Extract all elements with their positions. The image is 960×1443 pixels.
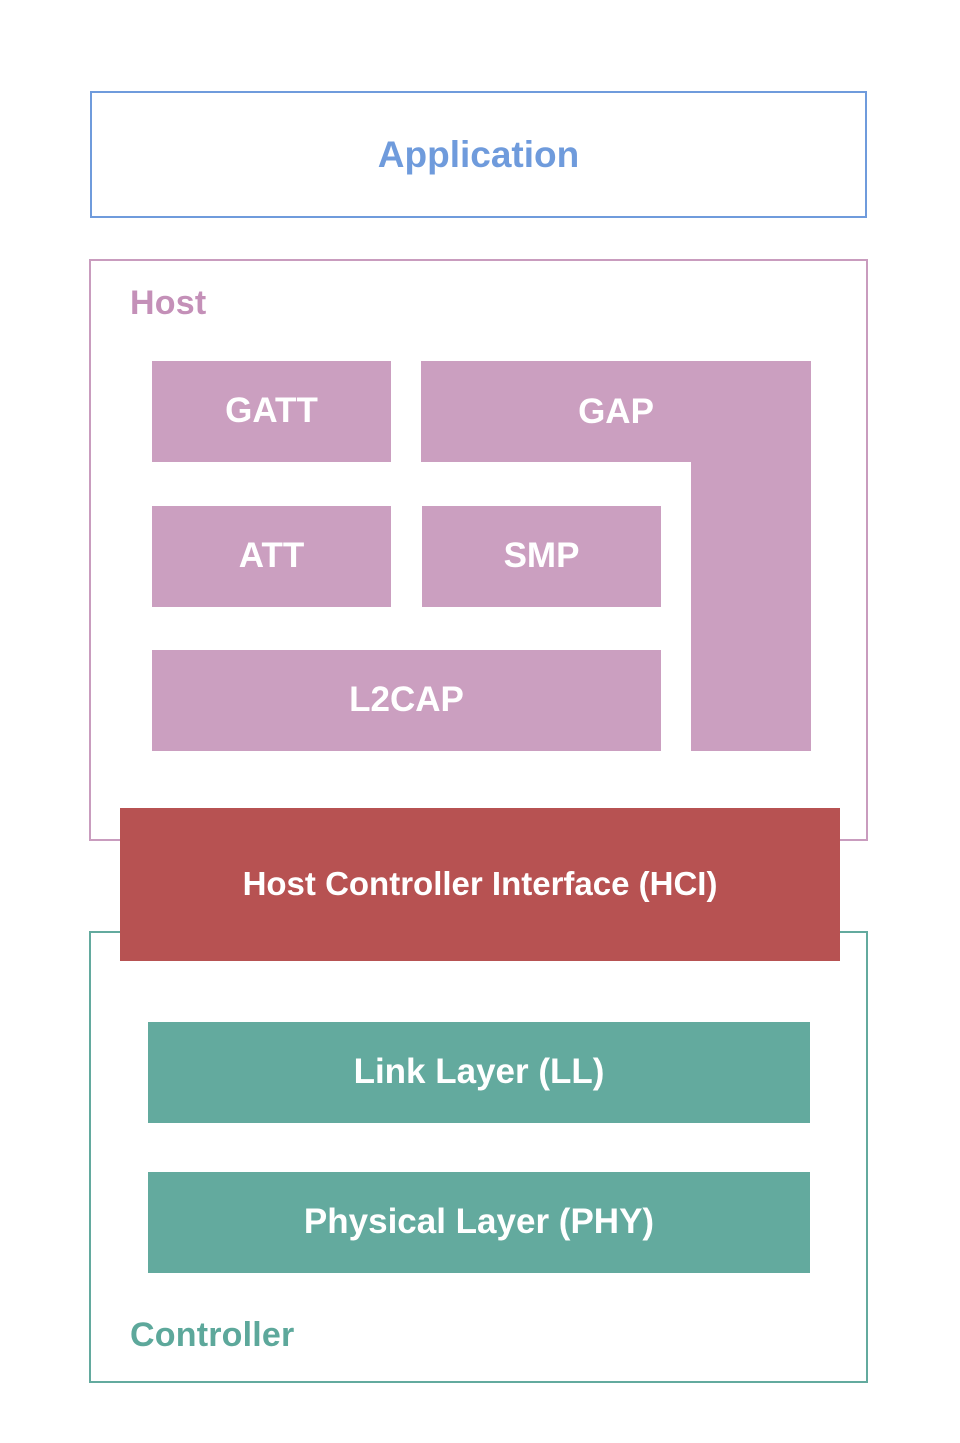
block-link-layer: Link Layer (LL) (148, 1022, 810, 1123)
gap-top-segment (421, 361, 811, 462)
block-physical-layer: Physical Layer (PHY) (148, 1172, 810, 1273)
block-l2cap: L2CAP (152, 650, 661, 751)
host-caption: Host (130, 284, 207, 322)
block-gap-label: GAP (578, 391, 654, 431)
block-smp: SMP (422, 506, 661, 607)
block-gatt: GATT (152, 361, 391, 462)
application-label: Application (377, 133, 580, 175)
block-att: ATT (152, 506, 391, 607)
gap-column-segment (691, 456, 811, 751)
block-host-controller-interface: Host Controller Interface (HCI) (120, 808, 840, 961)
controller-caption: Controller (130, 1316, 295, 1354)
block-gap: GAP (421, 361, 811, 751)
application-box (90, 91, 867, 218)
